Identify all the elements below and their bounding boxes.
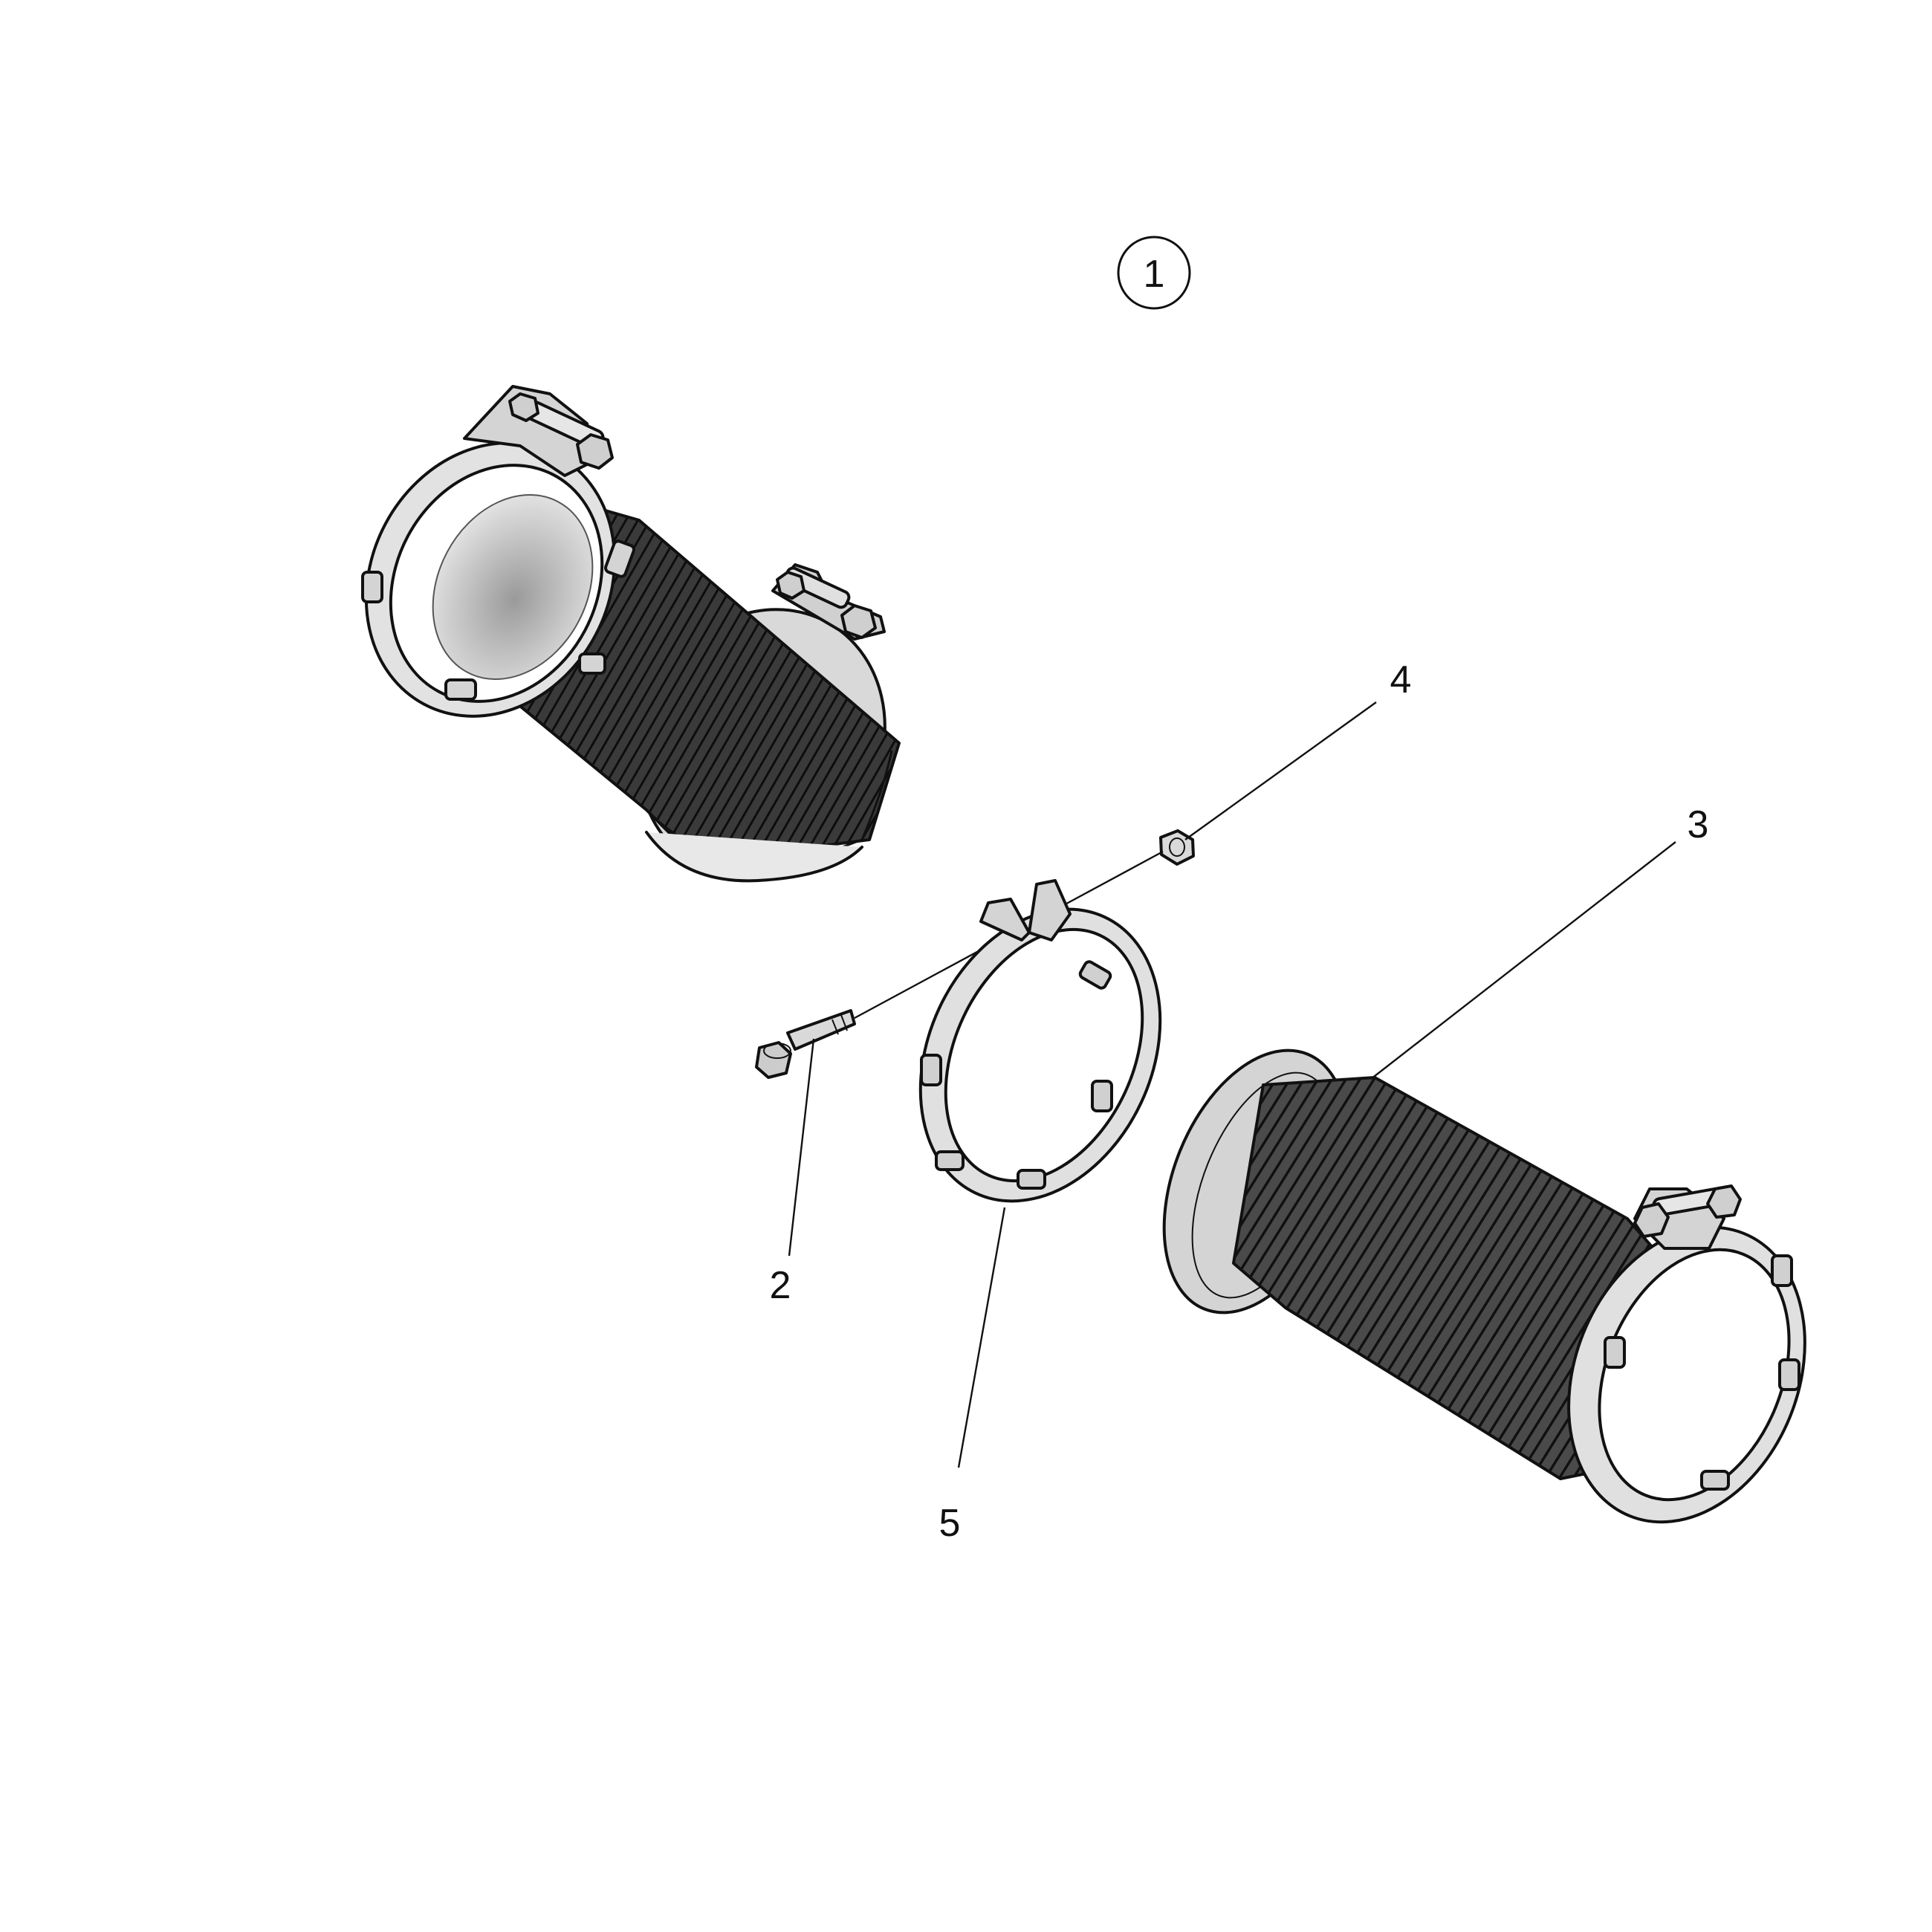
v-band-clamp — [918, 879, 1162, 1203]
bolt — [755, 1009, 856, 1079]
assembly-label-text: 1 — [1144, 253, 1165, 296]
flex-pipe — [1162, 1048, 1806, 1524]
near-clamp — [361, 385, 635, 718]
leader-line-2 — [788, 1038, 815, 1257]
leader-line-3 — [1370, 841, 1676, 1080]
callout-4: 4 — [1390, 658, 1412, 701]
leader-line-5 — [957, 1207, 1006, 1468]
callout-2: 2 — [770, 1264, 791, 1307]
leader-line-4 — [1184, 701, 1377, 840]
callout-5: 5 — [939, 1502, 961, 1545]
assembly-label: 1 — [1117, 236, 1191, 310]
callout-3: 3 — [1688, 803, 1709, 846]
nut — [1159, 829, 1195, 866]
assembled-flex-pipe — [361, 385, 901, 883]
